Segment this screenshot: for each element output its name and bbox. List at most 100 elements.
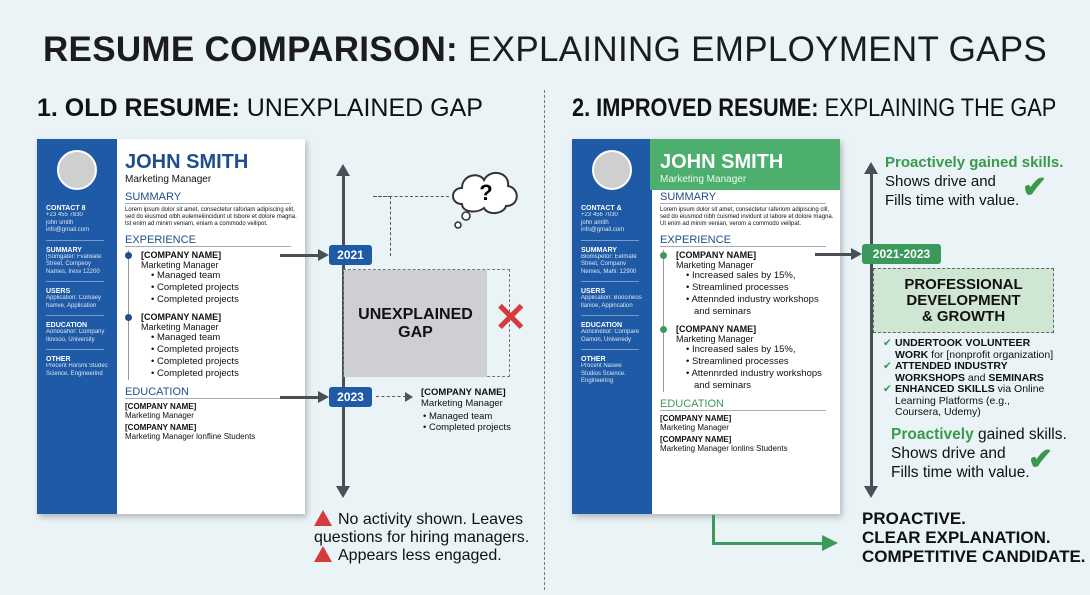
warning-text: Appears less engaged. xyxy=(338,547,502,564)
improved-resume-card: CONTACT &+23 456 7030 john amith info@gm… xyxy=(572,139,840,514)
sidebar-text: Aoncinetior: Compare Oamon, Univeredy xyxy=(581,329,640,343)
experience-heading: EXPERIENCE xyxy=(125,234,291,247)
resume-main: JOHN SMITH Marketing Manager SUMMARY Lor… xyxy=(660,139,835,453)
job-entry: [COMPANY NAME] Marketing Manager• Manage… xyxy=(125,312,300,380)
bullet-text: Completed projects xyxy=(428,422,511,433)
arrow-right-icon xyxy=(405,392,413,402)
item-text: and xyxy=(965,371,989,384)
item-bold: UNDERTOOK VOLUNTEER WORK xyxy=(895,337,1031,361)
note-line: Fills time with value. xyxy=(885,192,1020,209)
job-bullet: • Attennrded industry workshops and semi… xyxy=(686,368,822,391)
arrow-down-icon xyxy=(336,486,350,498)
bullet-text: Attennded industry workshops and seminar… xyxy=(691,294,819,317)
timeline-dot xyxy=(125,314,132,321)
connector-2021 xyxy=(280,254,322,257)
job-bullet: • Completed projects xyxy=(151,356,239,367)
sidebar-heading: CONTACT 8 xyxy=(46,205,86,212)
sidebar-heading: OTHER xyxy=(46,356,71,363)
next-job-bullet: • Managed team xyxy=(423,411,493,422)
job-entry: [COMPANY NAME] Marketing Manager• Increa… xyxy=(660,250,835,318)
note-line: Fills time with value. xyxy=(891,464,1030,481)
green-check-icon: ✔ xyxy=(1022,171,1048,204)
red-x-icon: ✕ xyxy=(494,296,528,340)
top-note: Proactively gained skills. Shows drive a… xyxy=(885,153,1063,210)
arrow-right-icon xyxy=(318,391,329,403)
pd-title: PROFESSIONAL DEVELOPMENT & GROWTH xyxy=(904,275,1023,325)
sidebar-text: +23 456 7030 john amith info@gmail.com xyxy=(581,212,625,233)
right-heading-bold: 2. IMPROVED RESUME: xyxy=(572,94,819,122)
job-bullet: • Attennded industry workshops and semin… xyxy=(686,294,819,317)
title-bold: RESUME COMPARISON: xyxy=(42,30,459,69)
outcome-arrow-line xyxy=(712,542,824,545)
timeline-dot xyxy=(660,326,667,333)
education-company: [COMPANY NAME] xyxy=(660,435,732,444)
resume-role: Marketing Manager xyxy=(660,174,747,185)
bullet-text: Completed projects xyxy=(156,294,239,305)
job-bullet: • Completed projects xyxy=(151,368,239,379)
summary-text: Lorem ipsum dolor sit amet, consectetur … xyxy=(660,207,834,227)
sidebar-heading: SUMMARY xyxy=(46,246,82,254)
job-bullet: • Completed projects xyxy=(151,294,239,305)
name-header-band xyxy=(650,139,840,190)
unexplained-gap-box: UNEXPLAINED GAP xyxy=(344,270,487,377)
warning-text: No activity shown. Leaves questions for … xyxy=(314,511,530,546)
item-text: for [nonprofit organization] xyxy=(928,348,1054,361)
outcome-arrow-line xyxy=(712,515,715,545)
sidebar-text: [Somgater: Fvatwate Street, Compeoy Name… xyxy=(46,253,102,275)
job-bullet: • Increased sales by 15%, xyxy=(686,270,796,281)
education-company: [COMPANY NAME] xyxy=(660,414,732,423)
sidebar-text: Biomspetor: Eelmate Street, Companv Neme… xyxy=(581,253,637,275)
bullet-text: Increased sales by 15%, xyxy=(691,270,796,281)
timeline-dot xyxy=(660,252,667,259)
sidebar-text: Application: Boocineos llanioe, Appincat… xyxy=(581,295,642,309)
right-heading: 2. IMPROVED RESUME: EXPLAINING THE GAP xyxy=(572,94,1056,123)
connector-2021-2023 xyxy=(815,253,855,256)
sidebar-text: Procent Naswe Studios Science. Engineeri… xyxy=(581,363,626,384)
job-company: [COMPANY NAME] xyxy=(141,312,222,322)
bullet-text: Streamlined processes xyxy=(691,282,789,293)
sidebar-divider xyxy=(46,349,104,350)
sidebar-divider xyxy=(581,315,639,316)
education-text: Marketing Manager xyxy=(125,411,194,420)
job-bullet: • Streamlined processes xyxy=(686,282,789,293)
warning-icon xyxy=(314,546,332,562)
next-job-bullet: • Completed projects xyxy=(423,422,511,433)
sidebar-text: Precent Horsmi Studec Science. Engineeri… xyxy=(46,363,108,377)
sidebar-divider xyxy=(46,281,104,282)
bullet-text: Managed team xyxy=(156,332,221,343)
bullet-text: Streamlined processes xyxy=(691,356,789,367)
item-text: via Online Learning Platforms (e.g., Cou… xyxy=(895,383,1045,418)
education-company: [COMPANY NAME] xyxy=(125,402,197,411)
bottom-note: Proactively gained skills. Shows drive a… xyxy=(891,425,1067,482)
note-text: gained skills. xyxy=(973,426,1067,443)
summary-heading: SUMMARY xyxy=(660,191,826,204)
education-company: [COMPANY NAME] xyxy=(125,423,197,432)
timeline-dot xyxy=(125,252,132,259)
sidebar-text: Aonooahor: Company Ilovsoo, University xyxy=(46,329,105,343)
avatar xyxy=(57,150,97,190)
education-heading: EDUCATION xyxy=(660,398,826,411)
left-heading: 1. OLD RESUME: UNEXPLAINED GAP xyxy=(37,94,483,123)
bullet-text: Increased sales by 15%, xyxy=(691,344,796,355)
bullet-text: Completed projects xyxy=(156,344,239,355)
sidebar-heading: USERS xyxy=(581,288,606,295)
arrow-right-icon xyxy=(822,535,838,551)
old-resume-card: CONTACT 8+23 455 7830 john smith info@gm… xyxy=(37,139,305,514)
job-role: Marketing Manager xyxy=(676,260,754,270)
resume-sidebar: CONTACT 8+23 455 7830 john smith info@gm… xyxy=(37,139,117,514)
dashed-connector xyxy=(373,196,391,256)
sidebar-heading: SUMMARY xyxy=(581,246,617,254)
next-job-company: [COMPANY NAME] xyxy=(421,387,506,398)
badge-2023: 2023 xyxy=(329,387,372,407)
arrow-up-icon xyxy=(864,162,878,174)
note-line: Shows drive and xyxy=(885,173,996,190)
job-bullet: • Streamlined processes xyxy=(686,356,789,367)
sidebar-text: +23 455 7830 john smith info@gmail.com xyxy=(46,212,90,233)
avatar xyxy=(592,150,632,190)
sidebar-heading: CONTACT & xyxy=(581,205,622,212)
job-bullet: • Completed projects xyxy=(151,282,239,293)
sidebar-divider xyxy=(581,349,639,350)
job-company: [COMPANY NAME] xyxy=(676,250,757,260)
sidebar-text: Application: Comaey hamve, Application xyxy=(46,295,102,309)
note-highlight: Proactively gained skills. xyxy=(885,154,1064,171)
